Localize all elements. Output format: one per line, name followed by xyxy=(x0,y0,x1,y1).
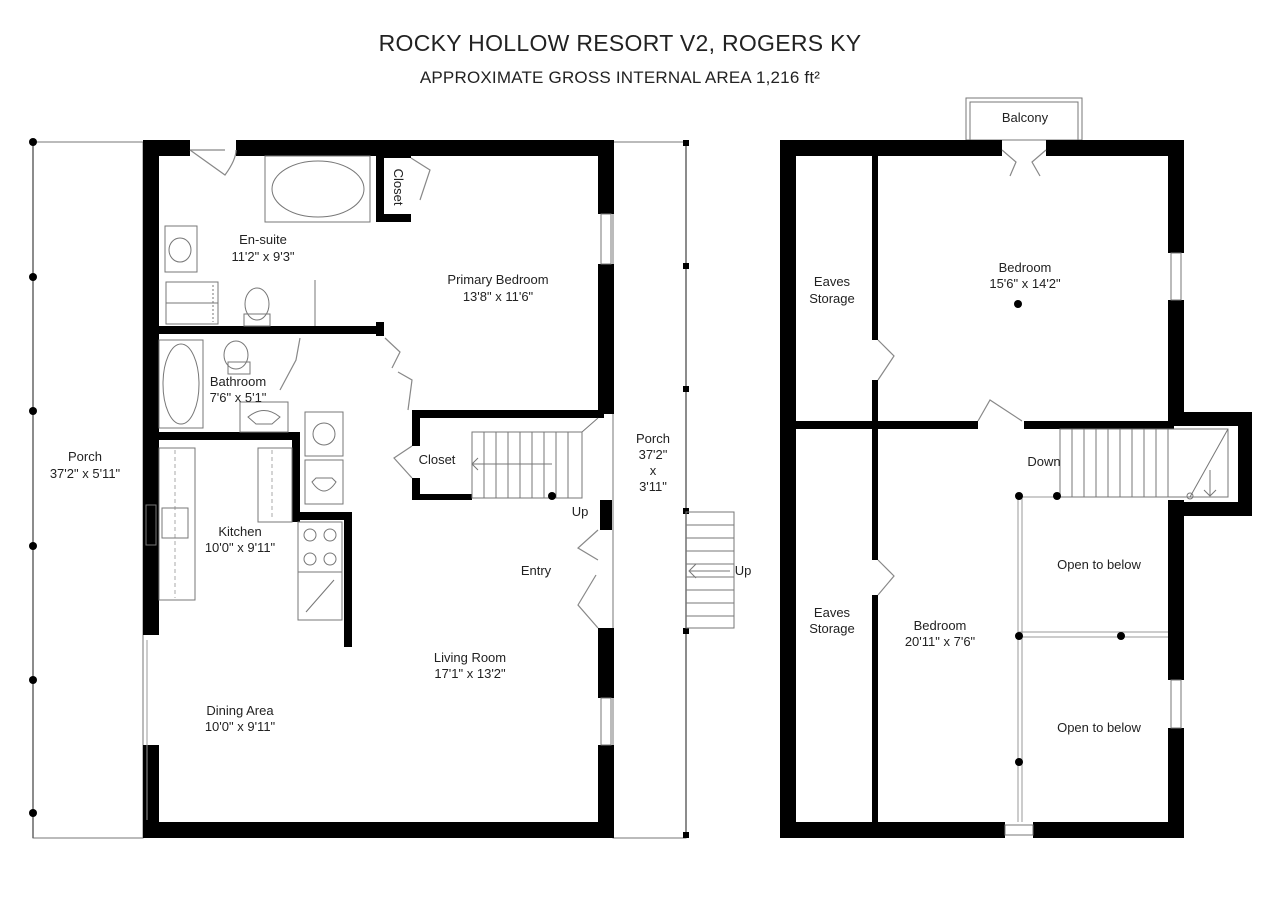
bedroom-top-label: Bedroom xyxy=(999,260,1052,275)
eaves-storage-top-line1: Eaves xyxy=(814,274,851,289)
open-to-below-1-label: Open to below xyxy=(1057,557,1141,572)
living-room-size: 17'1" x 13'2" xyxy=(434,666,506,681)
ground-room-labels: Porch 37'2" x 5'11" En-suite 11'2" x 9'3… xyxy=(50,169,751,734)
porch-steps-up-label: Up xyxy=(735,563,752,578)
closet-mid-label: Closet xyxy=(419,452,456,467)
ensuite-label: En-suite xyxy=(239,232,287,247)
entry-label: Entry xyxy=(521,563,552,578)
kitchen-label: Kitchen xyxy=(218,524,261,539)
ground-staircase xyxy=(471,417,599,500)
kitchen-size: 10'0" x 9'11" xyxy=(205,540,276,555)
dining-area-label: Dining Area xyxy=(206,703,274,718)
open-to-below-outlines xyxy=(1014,300,1168,822)
balcony-label: Balcony xyxy=(1002,110,1049,125)
left-porch-label: Porch xyxy=(68,449,102,464)
right-porch-size-1: 37'2" xyxy=(639,447,668,462)
balcony-outline xyxy=(965,97,1083,141)
ground-exterior-walls xyxy=(143,140,614,838)
right-porch-size-3: 3'11" xyxy=(639,479,667,494)
left-porch-size: 37'2" x 5'11" xyxy=(50,466,121,481)
stairs-up-label: Up xyxy=(572,504,589,519)
open-to-below-2-label: Open to below xyxy=(1057,720,1141,735)
ground-doors xyxy=(189,149,599,629)
left-porch-outline xyxy=(29,138,144,839)
plan-title: ROCKY HOLLOW RESORT V2, ROGERS KY xyxy=(378,30,862,56)
living-room-label: Living Room xyxy=(434,650,506,665)
closet-top-label: Closet xyxy=(391,169,406,206)
upper-staircase xyxy=(1059,428,1229,500)
upper-interior-walls xyxy=(790,150,1174,825)
bedroom-bottom-label: Bedroom xyxy=(914,618,967,633)
right-porch-size-2: x xyxy=(650,463,657,478)
plan-subtitle: APPROXIMATE GROSS INTERNAL AREA 1,216 ft… xyxy=(419,68,821,87)
upper-floor-plan: Balcony Eaves Storage Bedroom 15'6" x 14… xyxy=(780,97,1252,838)
ground-windows xyxy=(145,213,612,820)
bathroom-size: 7'6" x 5'1" xyxy=(210,390,267,405)
ensuite-size: 11'2" x 9'3" xyxy=(231,249,294,264)
ground-floor-plan: Porch 37'2" x 5'11" En-suite 11'2" x 9'3… xyxy=(29,138,751,839)
upper-windows xyxy=(1004,252,1182,836)
bedroom-bottom-size: 20'11" x 7'6" xyxy=(905,634,976,649)
upper-exterior-walls xyxy=(780,140,1252,838)
primary-bedroom-size: 13'8" x 11'6" xyxy=(463,289,534,304)
porch-steps xyxy=(685,511,735,629)
ground-fixtures xyxy=(158,155,371,621)
eaves-storage-bottom-line2: Storage xyxy=(809,621,855,636)
eaves-storage-bottom-line1: Eaves xyxy=(814,605,851,620)
right-porch-outline xyxy=(612,140,689,839)
upper-room-labels: Balcony Eaves Storage Bedroom 15'6" x 14… xyxy=(809,110,1141,735)
bathroom-label: Bathroom xyxy=(210,374,266,389)
bedroom-top-size: 15'6" x 14'2" xyxy=(989,276,1061,291)
ground-interior-walls xyxy=(150,150,604,647)
stairs-down-label: Down xyxy=(1027,454,1060,469)
eaves-storage-top-line2: Storage xyxy=(809,291,855,306)
primary-bedroom-label: Primary Bedroom xyxy=(447,272,548,287)
right-porch-label: Porch xyxy=(636,431,670,446)
dining-area-size: 10'0" x 9'11" xyxy=(205,719,276,734)
upper-doors xyxy=(877,149,1047,596)
